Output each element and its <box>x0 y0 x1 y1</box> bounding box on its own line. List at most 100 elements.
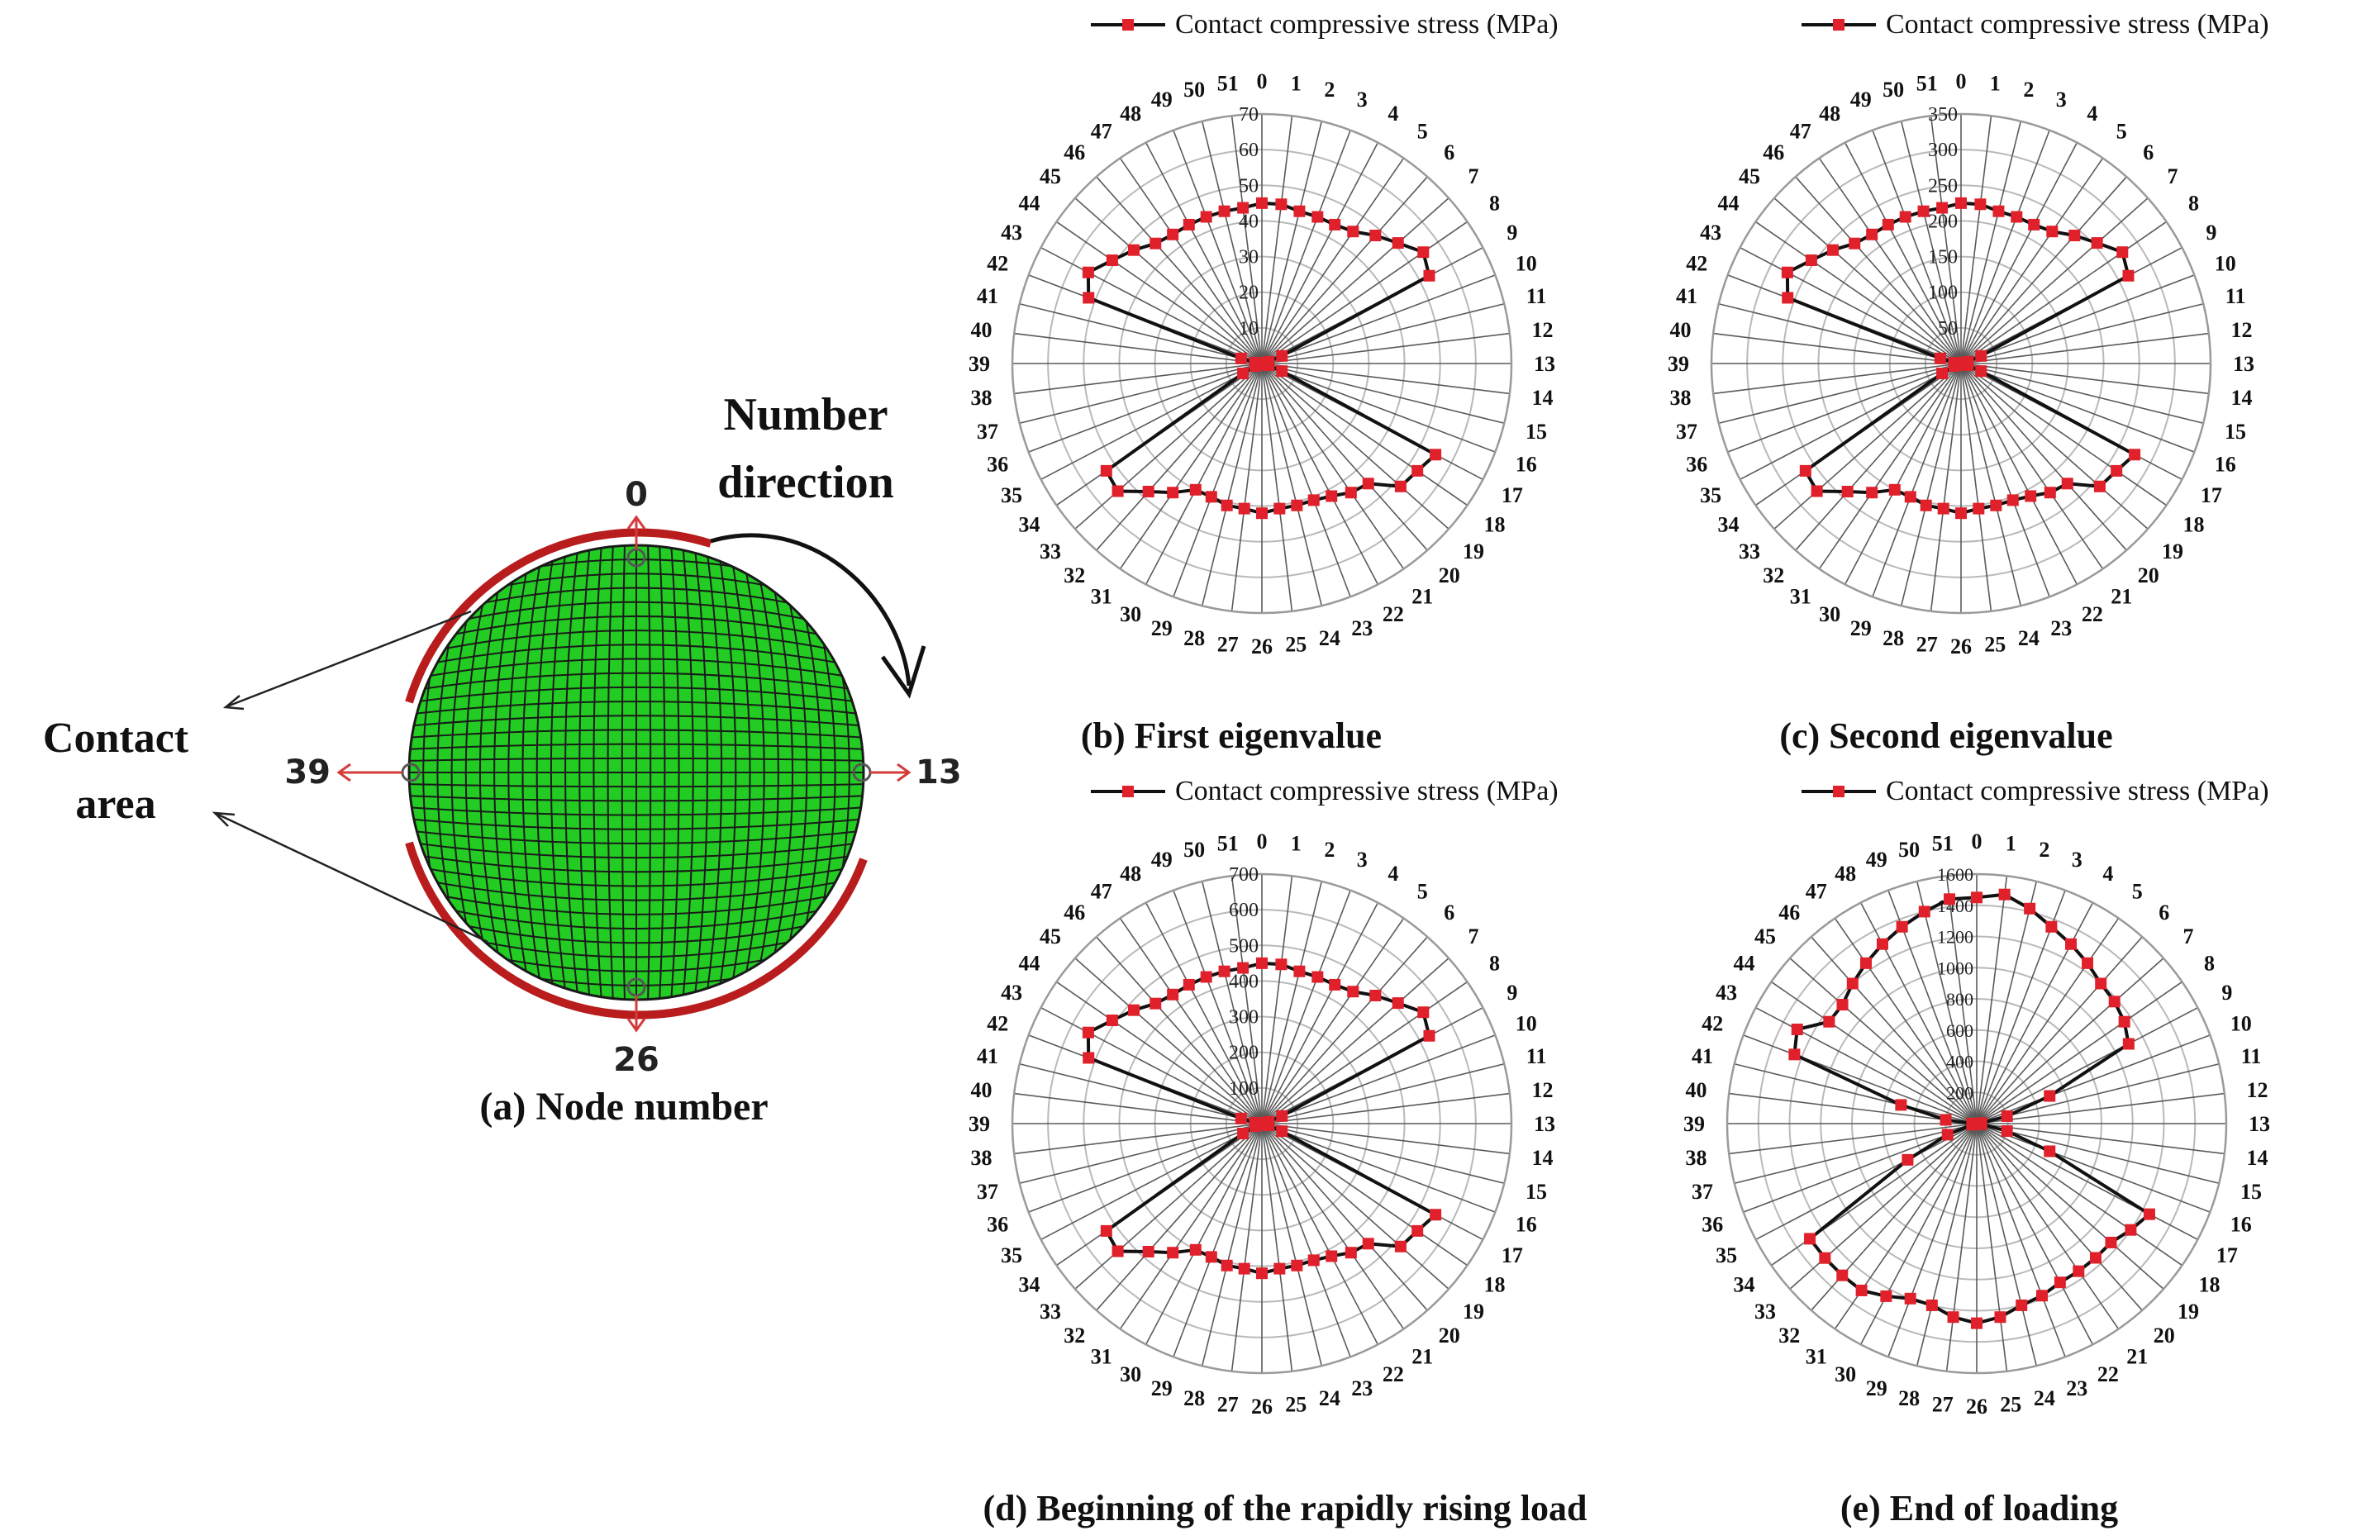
data-point-d-5 <box>1347 986 1359 998</box>
category-label-c: 42 <box>1686 252 1707 276</box>
data-point-b-18 <box>1411 464 1424 477</box>
category-label-b: 49 <box>1151 88 1173 112</box>
data-point-e-16 <box>2044 1145 2056 1157</box>
spoke-c <box>1718 363 1962 425</box>
spoke-e <box>1887 1123 1978 1357</box>
r-tick-label-c: 100 <box>1928 283 1958 304</box>
data-point-d-17 <box>1430 1209 1442 1221</box>
data-point-e-44 <box>1823 1015 1835 1028</box>
spoke-e <box>1859 1123 1978 1345</box>
spoke-c <box>1773 363 1962 530</box>
category-label-b: 31 <box>1091 584 1112 608</box>
spoke-e <box>1976 1123 2220 1185</box>
data-point-b-49 <box>1200 211 1212 223</box>
data-point-b-6 <box>1369 229 1382 241</box>
data-point-b-4 <box>1329 218 1341 231</box>
category-label-c: 31 <box>1790 584 1811 608</box>
data-point-e-48 <box>1876 938 1888 950</box>
spoke-b <box>1261 116 1293 364</box>
spoke-d <box>1261 1123 1468 1267</box>
category-label-e: 32 <box>1778 1324 1800 1348</box>
data-point-c-18 <box>2111 464 2123 477</box>
category-label-e: 5 <box>2132 880 2143 904</box>
spoke-d <box>1261 1034 1496 1124</box>
spoke-c <box>1960 363 2149 530</box>
spoke-d <box>1261 876 1293 1124</box>
caption-b: (b) First eigenvalue <box>1081 715 1382 756</box>
category-label-e: 19 <box>2178 1300 2199 1324</box>
spoke-c <box>1960 363 2167 506</box>
legend-label-b: Contact compressive stress (MPa) <box>1175 9 1559 40</box>
node-label-13: 13 <box>916 753 962 791</box>
data-point-c-46 <box>1849 237 1861 250</box>
data-point-e-46 <box>1846 977 1859 990</box>
data-point-c-8 <box>2116 246 2129 259</box>
data-point-c-42 <box>1782 292 1794 304</box>
category-label-e: 7 <box>2182 924 2193 948</box>
spoke-e <box>1976 1123 2225 1155</box>
r-tick-label-b: 50 <box>1239 175 1259 197</box>
category-label-d: 9 <box>1507 981 1517 1005</box>
spoke-b <box>1230 116 1263 364</box>
panel-a-node-number: 0 13 26 39 Contact area Number direction… <box>43 389 962 1129</box>
category-label-b: 2 <box>1324 78 1335 102</box>
spoke-b <box>1096 176 1263 364</box>
category-label-e: 36 <box>1702 1212 1723 1236</box>
data-point-b-40 <box>1249 356 1261 368</box>
category-label-e: 30 <box>1835 1362 1856 1386</box>
data-point-d-44 <box>1106 1015 1118 1027</box>
r-tick-label-b: 60 <box>1239 140 1259 161</box>
category-label-d: 33 <box>1040 1300 1061 1324</box>
mesh-line <box>716 545 737 1000</box>
category-label-e: 13 <box>2249 1112 2270 1136</box>
data-point-e-41 <box>1895 1099 1907 1111</box>
category-label-b: 45 <box>1040 164 1061 188</box>
data-point-c-48 <box>1882 218 1894 231</box>
spoke-d <box>1261 1092 1510 1124</box>
spoke-c <box>1755 221 1962 364</box>
category-label-c: 0 <box>1956 69 1967 93</box>
category-label-d: 0 <box>1257 829 1268 853</box>
spoke-b <box>1261 363 1496 453</box>
data-point-c-29 <box>1904 491 1916 503</box>
spoke-e <box>1834 918 1978 1124</box>
category-label-e: 0 <box>1972 829 1983 853</box>
data-point-c-41 <box>1934 352 1946 364</box>
data-point-c-15 <box>1962 359 1974 372</box>
mesh-line <box>409 783 864 788</box>
data-point-c-10 <box>1975 349 1987 362</box>
category-label-c: 18 <box>2182 512 2204 536</box>
spoke-e <box>1976 958 2164 1124</box>
category-label-c: 23 <box>2050 616 2072 640</box>
category-label-e: 48 <box>1835 862 1856 886</box>
data-point-e-40 <box>1940 1114 1952 1126</box>
category-label-c: 39 <box>1668 352 1689 376</box>
category-label-e: 9 <box>2221 981 2232 1005</box>
spoke-b <box>1261 176 1428 364</box>
category-label-e: 43 <box>1716 981 1737 1005</box>
category-label-d: 42 <box>987 1012 1008 1036</box>
spoke-d <box>1014 1092 1263 1124</box>
spoke-e <box>1976 1123 2211 1213</box>
legend-label-e: Contact compressive stress (MPa) <box>1886 776 2269 806</box>
category-label-b: 1 <box>1291 71 1302 95</box>
spoke-e <box>1976 1123 2143 1311</box>
mesh-line <box>775 545 808 1000</box>
category-label-d: 46 <box>1064 901 1085 924</box>
data-point-c-21 <box>2044 487 2056 499</box>
spoke-c <box>1818 158 1962 364</box>
r-tick-label-b: 40 <box>1239 211 1259 232</box>
category-label-b: 42 <box>987 252 1008 276</box>
spoke-b <box>1261 142 1379 364</box>
data-point-c-19 <box>2093 480 2106 492</box>
category-label-e: 1 <box>2006 831 2016 855</box>
spoke-d <box>1019 1123 1263 1185</box>
spoke-c <box>1960 363 2050 597</box>
spoke-d <box>1261 1123 1449 1290</box>
category-label-c: 32 <box>1763 563 1784 587</box>
spoke-e <box>1976 1123 2038 1367</box>
legend-e: Contact compressive stress (MPa) <box>1802 776 2269 806</box>
spoke-b <box>1056 221 1263 364</box>
spoke-c <box>1960 363 2078 585</box>
